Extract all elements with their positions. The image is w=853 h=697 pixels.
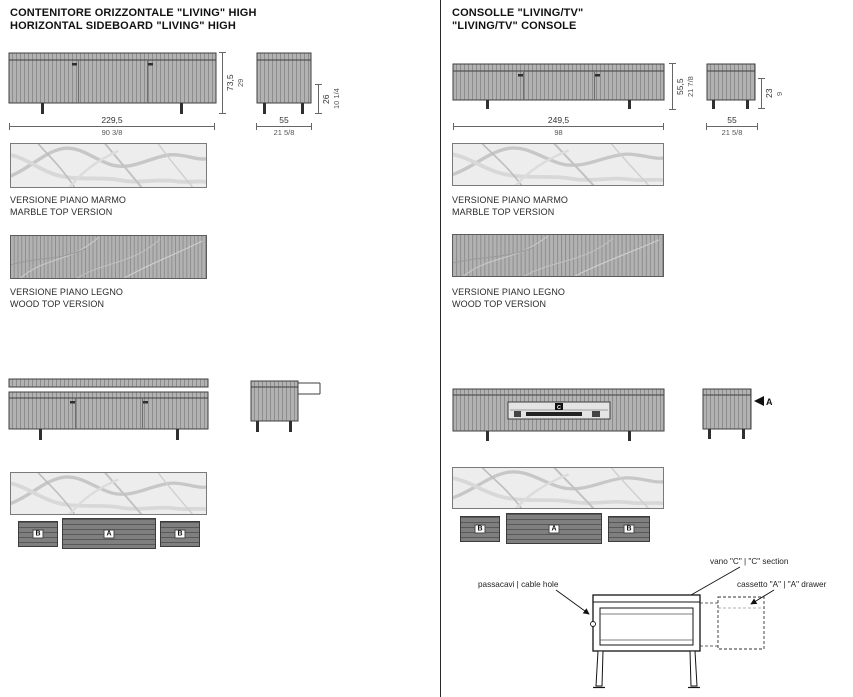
left-technical-side-drawing	[250, 380, 321, 432]
left-front-height-dim: 73,5 29	[219, 52, 248, 114]
right-leg	[180, 103, 183, 114]
right-title-italian: CONSOLLE "LIVING/TV"	[452, 7, 584, 19]
right-wood-label-italian: VERSIONE PIANO LEGNO	[452, 287, 566, 297]
compartment-label: B	[474, 524, 486, 534]
dim-cm: 229,5	[101, 115, 123, 125]
passacavi-leader-line	[555, 589, 590, 615]
dim-inches: 9	[775, 91, 784, 96]
dim-cm: 73,5	[225, 74, 235, 92]
section-body	[592, 594, 701, 652]
left-wood-label-italian: VERSIONE PIANO LEGNO	[10, 287, 124, 297]
cassetto-annotation: cassetto "A" | "A" drawer	[737, 580, 827, 589]
right-compartment-diagram: B A B	[454, 513, 654, 546]
compartment-b-left: B	[460, 516, 500, 542]
compartment-b-right: B	[608, 516, 650, 542]
right-side-height-dim: 23 9	[758, 78, 787, 109]
drawer-section	[599, 607, 694, 646]
right-side-view-drawing	[706, 63, 756, 109]
cable-hole	[590, 621, 596, 627]
compartment-label: A	[103, 529, 115, 538]
dim-cm: 26	[321, 94, 331, 104]
left-marble-label-italian: VERSIONE PIANO MARMO	[10, 195, 127, 205]
right-technical-side-drawing: A	[702, 388, 773, 439]
left-side-height-dim: 26 10 1/4	[315, 84, 344, 114]
section-marker-label: A	[766, 397, 773, 407]
dim-cm: 249,5	[547, 115, 570, 125]
left-wood-label-english: WOOD TOP VERSION	[10, 299, 105, 309]
dim-cm: 23	[764, 88, 774, 99]
dim-inches: 29	[236, 78, 245, 88]
right-front-width-dim: 249,5 98	[453, 115, 664, 137]
right-wood-label-english: WOOD TOP VERSION	[452, 299, 547, 309]
vano-c-annotation: vano "C" | "C" section	[710, 557, 789, 566]
compartment-label: B	[32, 529, 44, 539]
right-front-height-dim: 55,5 21 7/8	[669, 63, 698, 110]
right-side-width-dim: 55 21 5/8	[706, 115, 758, 137]
compartment-b-left: B	[18, 521, 58, 547]
left-marble-label-english: MARBLE TOP VERSION	[10, 207, 113, 217]
compartment-a: A	[506, 513, 602, 544]
left-marble-top-swatch	[10, 143, 207, 188]
right-marble-top-swatch	[452, 143, 664, 186]
dim-inches: 98	[554, 128, 563, 137]
dim-cm: 55	[279, 115, 289, 125]
compartment-label: A	[548, 524, 560, 533]
front-leg	[595, 650, 604, 687]
niche-label-chip	[555, 403, 563, 410]
compartment-label: B	[174, 529, 186, 539]
section-arrow-icon	[754, 396, 764, 406]
dim-inches: 21 5/8	[273, 128, 295, 137]
left-wood-top-swatch	[10, 235, 207, 279]
right-marble-label-italian: VERSIONE PIANO MARMO	[452, 195, 569, 205]
dim-inches: 90 3/8	[101, 128, 123, 137]
dim-cm: 55	[727, 115, 737, 125]
niche-label: C	[557, 405, 561, 411]
compartment-a: A	[62, 518, 156, 549]
left-leg	[41, 103, 44, 114]
compartment-b-right: B	[160, 521, 200, 547]
column-divider	[440, 0, 441, 697]
passacavi-annotation: passacavi | cable hole	[478, 580, 559, 589]
left-compartment-diagram: B A B	[10, 518, 207, 550]
rear-leg	[689, 650, 698, 687]
left-side-width-dim: 55 21 5/8	[256, 115, 312, 137]
right-marble-plan-drawing	[452, 467, 664, 509]
right-wood-top-swatch	[452, 234, 664, 277]
right-technical-front-drawing: C	[452, 388, 665, 441]
right-marble-label-english: MARBLE TOP VERSION	[452, 207, 555, 217]
compartment-label: B	[623, 524, 635, 534]
left-side-view-drawing	[256, 52, 312, 114]
left-technical-front-drawing	[8, 378, 209, 440]
left-front-width-dim: 229,5 90 3/8	[9, 115, 215, 137]
right-front-elevation-drawing	[452, 63, 665, 109]
dim-cm: 55,5	[675, 78, 685, 95]
dim-inches: 10 1/4	[332, 88, 341, 110]
left-marble-plan-drawing	[10, 472, 207, 515]
left-title-english: HORIZONTAL SIDEBOARD "LIVING" HIGH	[10, 20, 236, 32]
dim-inches: 21 7/8	[686, 76, 695, 97]
section-detail-diagram: vano "C" | "C" section passacavi | cable…	[478, 557, 827, 689]
dim-inches: 21 5/8	[721, 128, 743, 137]
left-title-italian: CONTENITORE ORIZZONTALE "LIVING" HIGH	[10, 7, 257, 19]
drawer-extended-outline	[717, 596, 765, 650]
left-front-elevation-drawing	[8, 52, 217, 114]
right-title-english: "LIVING/TV" CONSOLE	[452, 20, 577, 32]
cassetto-leader-line	[750, 589, 775, 605]
